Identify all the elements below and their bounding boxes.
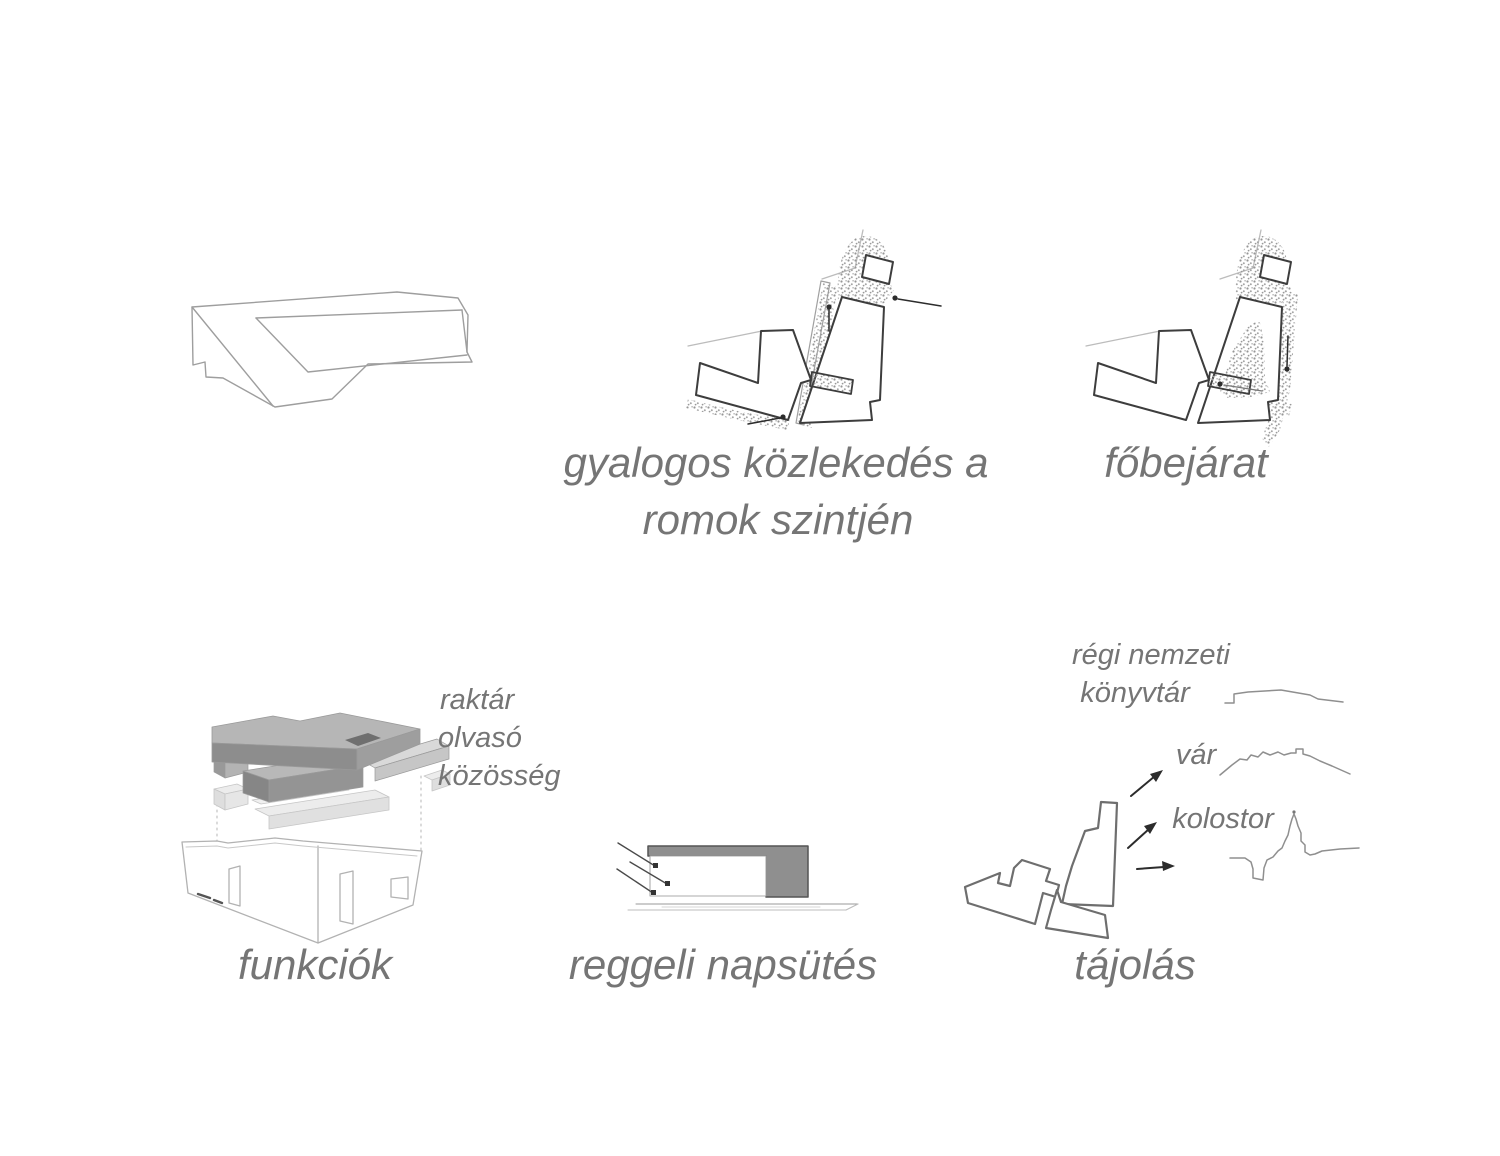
view-arrows bbox=[1127, 770, 1175, 871]
orientation-plan-drawing bbox=[963, 689, 1360, 940]
bridge-path-bar bbox=[809, 371, 854, 395]
caption-sun: reggeli napsütés bbox=[568, 941, 878, 988]
silhouette-monastery bbox=[1229, 813, 1360, 881]
annotation-arrows bbox=[1217, 335, 1290, 392]
landmark-silhouettes bbox=[1219, 689, 1360, 881]
massing-edge-line bbox=[191, 306, 274, 407]
massing-right-line bbox=[461, 309, 468, 353]
landmark-label-library-line1: régi nemzeti bbox=[1072, 639, 1230, 671]
tower-building-footprint bbox=[799, 296, 885, 424]
massing-top-line bbox=[255, 309, 463, 319]
pedestrian-plan-drawing bbox=[686, 229, 942, 430]
massing-sketch bbox=[191, 291, 473, 408]
exploded-axonometric-drawing bbox=[181, 712, 451, 944]
sun-ray-arrows bbox=[616, 842, 670, 895]
bridge-path-bar bbox=[1207, 371, 1252, 395]
landmark-label-monastery: kolostor bbox=[1172, 803, 1274, 835]
layer-label-reading: olvasó bbox=[438, 722, 522, 754]
silhouette-library bbox=[1224, 689, 1344, 704]
section-roof-mass bbox=[647, 845, 809, 898]
door-opening bbox=[339, 870, 354, 925]
building-footprints bbox=[695, 254, 894, 424]
caption-functions: funkciók bbox=[237, 941, 393, 988]
base-volume bbox=[181, 837, 423, 944]
window-opening bbox=[390, 876, 409, 900]
massing-fold-line bbox=[255, 317, 468, 373]
l-building-footprint bbox=[963, 858, 1061, 926]
ground-lines bbox=[627, 903, 859, 911]
layer-storage-roof bbox=[211, 712, 421, 771]
silhouette-castle bbox=[1219, 748, 1351, 776]
annotation-arrows bbox=[747, 295, 942, 425]
layer-label-storage: raktár bbox=[440, 684, 515, 716]
caption-pedestrian-line1: gyalogos közlekedés a bbox=[563, 439, 989, 486]
roof-notch bbox=[345, 733, 381, 746]
lower-bar-footprint bbox=[1044, 888, 1110, 940]
landmark-label-castle: vár bbox=[1175, 739, 1217, 771]
caption-pedestrian-line2: romok szintjén bbox=[642, 496, 914, 543]
entrance-plan-drawing bbox=[1085, 229, 1298, 448]
l-building-footprint bbox=[695, 329, 812, 421]
l-building-footprint bbox=[1093, 329, 1210, 421]
caption-orientation: tájolás bbox=[1074, 941, 1196, 988]
monastery-spire-finial bbox=[1292, 810, 1296, 814]
landmark-label-library-line2: könyvtár bbox=[1080, 677, 1190, 709]
layer-label-community: közösség bbox=[438, 760, 561, 792]
entry-mark bbox=[196, 892, 224, 905]
orientation-footprint bbox=[963, 800, 1119, 940]
small-pavilion-footprint bbox=[1259, 254, 1292, 285]
section-interior bbox=[649, 855, 767, 897]
door-opening bbox=[228, 865, 241, 907]
caption-entrance: főbejárat bbox=[1104, 439, 1268, 486]
section-sun-drawing bbox=[616, 842, 859, 911]
small-pavilion-footprint bbox=[861, 254, 894, 285]
tower-building-footprint bbox=[1060, 800, 1119, 908]
